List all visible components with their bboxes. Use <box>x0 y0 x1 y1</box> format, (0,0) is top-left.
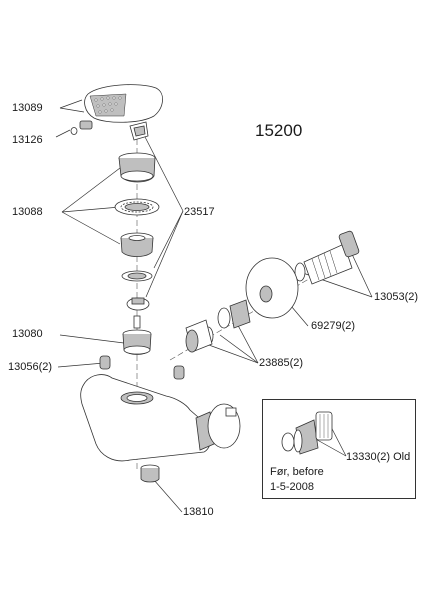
check-valve-part <box>99 355 185 380</box>
ring-part-4 <box>121 270 153 282</box>
part-label-rosette: 69279(2) <box>311 320 356 332</box>
part-label-cartridge: 13080 <box>12 328 43 340</box>
part-label-old-connector: 13330(2) Old <box>346 451 411 463</box>
connector-part <box>294 230 360 285</box>
ring-part-3 <box>120 232 154 257</box>
aerator-part <box>140 464 160 483</box>
inset-note-line-2: 1-5-2008 <box>270 481 315 493</box>
nozzle-part <box>70 120 93 135</box>
rosette-part <box>245 257 299 319</box>
seal-nut-part <box>185 299 251 353</box>
part-label-nozzle: 13126 <box>12 134 43 146</box>
old-part-drawing <box>281 411 333 455</box>
part-label-rings: 13088 <box>12 206 43 218</box>
inset-note-line-1: Før, before <box>270 466 324 478</box>
valve-body-part <box>80 374 241 462</box>
cartridge-part <box>122 315 152 355</box>
part-label-clip: 23517 <box>184 206 215 218</box>
ring-part-2 <box>114 198 160 216</box>
ring-part-1 <box>118 152 156 183</box>
part-label-aerator: 13810 <box>183 506 214 518</box>
part-label-connector: 13053(2) <box>374 291 419 303</box>
assembly-number: 15200 <box>255 121 303 140</box>
clip-part <box>129 121 149 141</box>
small-clip-part <box>126 297 150 311</box>
shower-head-part <box>84 84 163 123</box>
part-label-seals: 23885(2) <box>259 357 304 369</box>
old-version-inset <box>262 399 416 499</box>
part-label-shower-head: 13089 <box>12 102 43 114</box>
part-label-check-valve: 13056(2) <box>8 361 53 373</box>
